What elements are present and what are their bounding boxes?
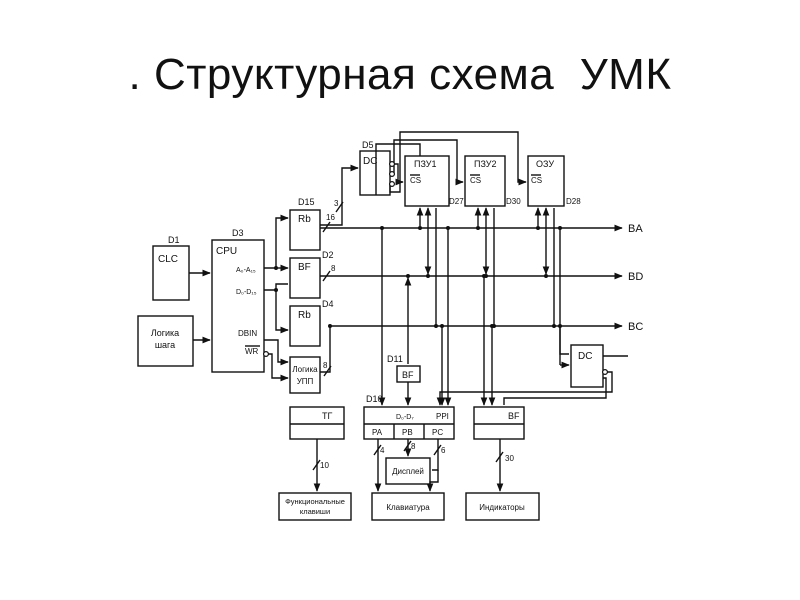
keyboard-label: Клавиатура — [386, 503, 430, 512]
logic-step-line1: Логика — [151, 328, 179, 338]
bf-d11-ref: D11 — [387, 354, 403, 364]
tg-label: ТГ — [322, 411, 332, 421]
dc-top-ref: D5 — [362, 140, 374, 150]
inversion-bubbles — [263, 161, 608, 376]
logic-step-block — [137, 315, 194, 367]
ram-cs: CS — [531, 176, 542, 185]
rom2-ref: D30 — [506, 197, 521, 206]
rb-low-ref: D4 — [322, 299, 334, 309]
cpu-data-label: D₀-D₁₅ — [236, 289, 257, 296]
logic-upp-block — [289, 356, 321, 394]
rb-top-ref: D15 — [298, 197, 315, 207]
cpu-wr-label: WR — [245, 347, 259, 356]
cpu-ref: D3 — [232, 228, 244, 238]
bus-ba-label: BA — [628, 223, 643, 235]
ppi-pb: PB — [402, 428, 413, 437]
junction-dots — [274, 226, 562, 328]
bus-width-3: 3 — [334, 199, 339, 208]
slide-title: . Структурная схема УМК — [128, 50, 672, 99]
cpu-dbin-label: DBIN — [238, 329, 257, 338]
func-keys-block — [278, 492, 352, 521]
bus-width-16: 16 — [326, 213, 335, 222]
bf-mid-label: BF — [298, 262, 311, 273]
indicators-label: Индикаторы — [479, 503, 525, 512]
logic-upp-line1: Логика — [292, 365, 318, 374]
display-label: Дисплей — [392, 467, 424, 476]
ram-ref: D28 — [566, 197, 581, 206]
bus-width-6: 6 — [441, 446, 446, 455]
bus-width-4: 4 — [380, 446, 385, 455]
ppi-pc: PC — [432, 428, 443, 437]
dc-right-block — [570, 344, 604, 388]
ppi-block — [363, 406, 455, 440]
ppi-data-label: D₀-D₇ — [396, 414, 414, 421]
dc-right-label: DC — [578, 351, 592, 362]
rb-low-block — [289, 305, 321, 347]
bus-width-30: 30 — [505, 454, 514, 463]
rom1-block — [404, 155, 450, 207]
bf-d11-label: BF — [402, 370, 414, 380]
rb-top-label: Rb — [298, 214, 311, 225]
func-keys-line2: клавиши — [300, 507, 330, 516]
bf-mid-ref: D2 — [322, 250, 334, 260]
indicators-block — [465, 492, 540, 521]
bus-width-8c: 8 — [411, 442, 416, 451]
logic-step-line2: шага — [155, 340, 175, 350]
display-block — [385, 457, 431, 485]
bus-bc-label: BC — [628, 321, 643, 333]
bus-width-10: 10 — [320, 461, 329, 470]
ram-label: ОЗУ — [536, 159, 554, 169]
dc-top-label: DC — [363, 156, 377, 167]
rom1-cs: CS — [410, 176, 421, 185]
clc-label: CLC — [158, 254, 178, 265]
ppi-label: PPI — [436, 412, 449, 421]
keyboard-block — [371, 492, 445, 521]
bf-right-block — [473, 406, 525, 440]
rb-top-block — [289, 209, 321, 251]
bus-width-8b: 8 — [323, 361, 328, 370]
func-keys-line1: Функциональные — [285, 497, 345, 506]
rom2-block — [464, 155, 506, 207]
rom2-cs: CS — [470, 176, 481, 185]
ram-block — [527, 155, 565, 207]
cpu-block — [211, 239, 265, 373]
bf-right-label: BF — [508, 411, 520, 421]
clc-ref: D1 — [168, 235, 180, 245]
tg-block — [289, 406, 345, 440]
connector-lines — [189, 131, 628, 492]
cpu-addr-label: A₀-A₁₅ — [236, 267, 256, 274]
ppi-pa: PA — [372, 428, 383, 437]
cpu-label: CPU — [216, 246, 237, 257]
rb-low-label: Rb — [298, 310, 311, 321]
rom1-ref: D27 — [449, 197, 464, 206]
bus-width-8a: 8 — [331, 264, 336, 273]
bf-mid-block — [289, 257, 321, 299]
rom2-label: ПЗУ2 — [474, 159, 497, 169]
rom1-label: ПЗУ1 — [414, 159, 437, 169]
logic-upp-line2: УПП — [297, 377, 314, 386]
ppi-ref: D10 — [366, 394, 383, 404]
bus-bd-label: BD — [628, 271, 643, 283]
